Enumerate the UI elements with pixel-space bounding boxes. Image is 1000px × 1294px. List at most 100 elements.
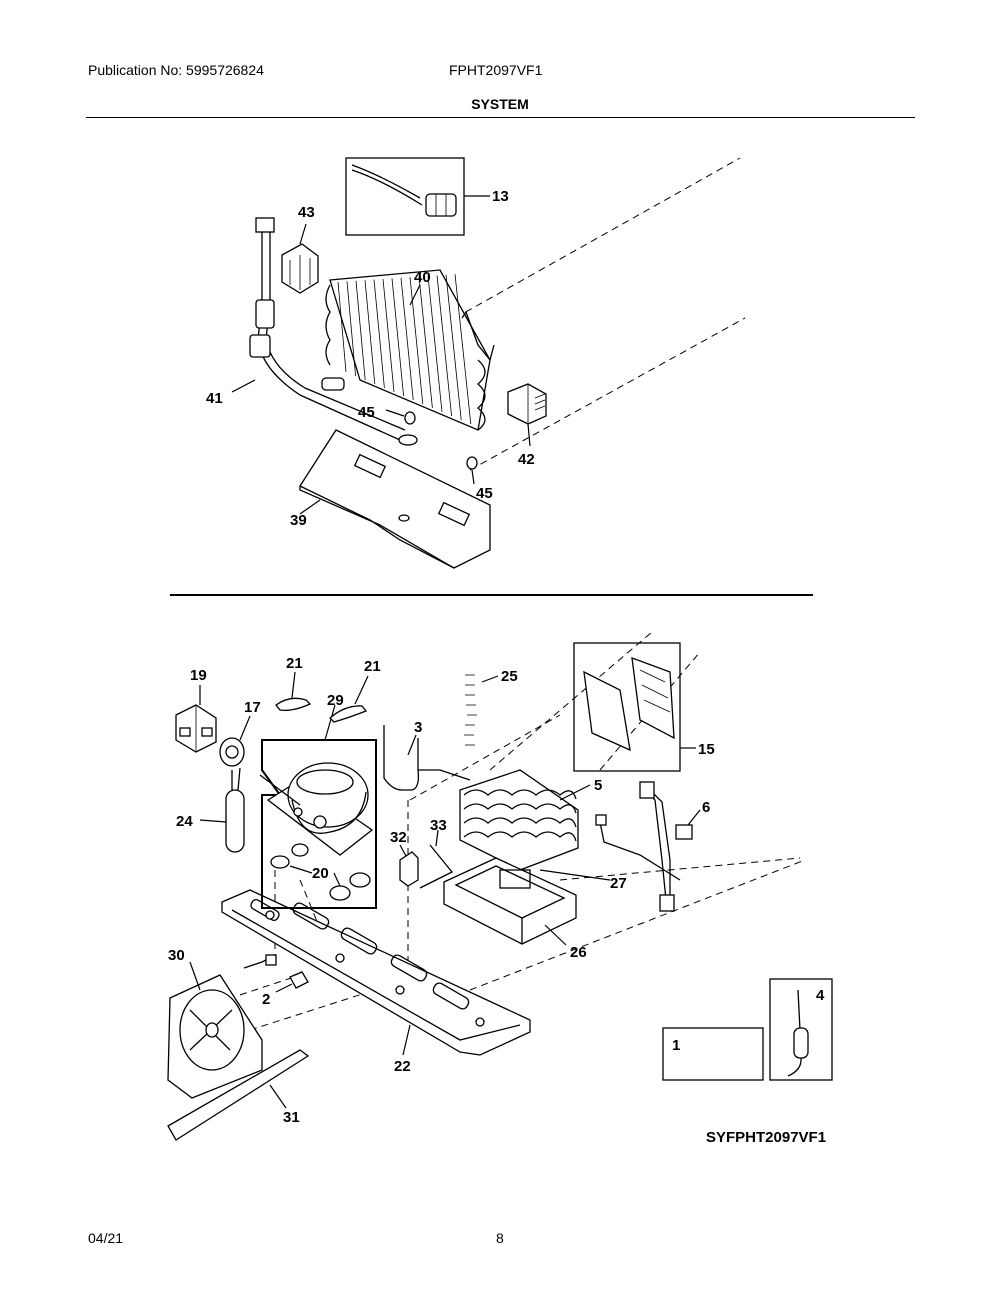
callout-5: 5	[594, 777, 602, 794]
part-26-drain-pan	[443, 857, 577, 945]
callout-20: 20	[312, 865, 329, 882]
model-number: FPHT2097VF1	[449, 62, 543, 78]
part-21-strap	[329, 705, 368, 723]
part-45-grommet	[404, 411, 416, 425]
part-29-compressor	[259, 762, 374, 856]
part-27-tube	[539, 869, 611, 881]
callout-19: 19	[190, 667, 207, 684]
callout-4: 4	[816, 987, 825, 1004]
part-45-grommet	[466, 456, 478, 470]
callout-3: 3	[414, 719, 422, 736]
part-30-condenser-fan-shroud	[167, 974, 263, 1099]
section-title: SYSTEM	[471, 96, 529, 112]
evaporator-fin	[409, 277, 424, 405]
part-1-group	[662, 1027, 764, 1081]
evaporator-fin	[418, 276, 433, 409]
part-25-drain-hose	[464, 668, 477, 761]
callout-24: 24	[176, 813, 193, 830]
evaporator-fin	[382, 278, 395, 393]
callout-2: 2	[262, 991, 270, 1008]
callout-31: 31	[283, 1109, 300, 1126]
publication-number: Publication No: 5995726824	[88, 62, 264, 78]
part-5-condenser	[459, 769, 579, 871]
projection-line	[559, 857, 801, 881]
callout-30: 30	[168, 947, 185, 964]
callout-32: 32	[390, 829, 407, 846]
evaporator-fin	[436, 275, 452, 417]
evaporator-fin	[391, 278, 404, 397]
part-4-group	[769, 978, 833, 1081]
evaporator-fin	[400, 277, 414, 401]
projection-line	[454, 157, 741, 319]
part-6-wire-harness	[595, 781, 693, 912]
condenser-coils	[463, 789, 577, 842]
callout-26: 26	[570, 944, 587, 961]
evaporator-fin	[337, 281, 347, 373]
condenser-coil-row	[463, 831, 577, 842]
part-13-wire	[351, 169, 423, 206]
part-42-relay	[507, 383, 547, 425]
callout-42: 42	[518, 451, 535, 468]
header-rule	[86, 117, 915, 118]
callout-45: 45	[358, 404, 375, 421]
evaporator-fin	[373, 279, 385, 389]
part-41-plug	[255, 217, 275, 233]
condenser-coil-row	[463, 817, 577, 828]
part-40-evaporator	[325, 269, 495, 431]
diagram-code: SYFPHT2097VF1	[706, 1129, 826, 1146]
callout-22: 22	[394, 1058, 411, 1075]
callout-43: 43	[298, 204, 315, 221]
part-22-compressor-base	[221, 889, 531, 1056]
condenser-coil-row	[463, 803, 577, 814]
part-41-terminal	[398, 434, 418, 446]
part-41-defrost-harness	[249, 217, 418, 446]
evaporator-fin	[427, 275, 443, 413]
callout-6: 6	[702, 799, 710, 816]
footer-date: 04/21	[88, 1230, 124, 1246]
callout-33: 33	[430, 817, 447, 834]
callout-17: 17	[244, 699, 261, 716]
evaporator-fin	[355, 280, 366, 381]
part-13-wire	[351, 164, 421, 199]
part-33-tube	[419, 844, 454, 889]
part-21-strap	[275, 697, 312, 712]
part-2-clip	[289, 971, 309, 989]
part-15-control-board-group	[573, 642, 681, 772]
part-17-overload	[219, 737, 245, 767]
evaporator-fin	[364, 280, 376, 385]
callout-27: 27	[610, 875, 627, 892]
part-15-board	[631, 657, 675, 740]
evaporator-fin	[445, 274, 462, 421]
callout-29: 29	[327, 692, 344, 709]
part-15-cover	[583, 670, 631, 752]
evaporator-fin	[346, 281, 356, 377]
projection-line	[249, 981, 401, 1031]
part-32-bracket	[399, 851, 419, 887]
callout-13: 13	[492, 188, 509, 205]
callout-21: 21	[364, 658, 381, 675]
part-24-capacitor	[225, 767, 245, 853]
part-29-compressor-box	[261, 739, 377, 909]
callout-1: 1	[672, 1037, 680, 1054]
part-31-strip	[167, 1049, 310, 1141]
part-19-start-relay	[175, 704, 217, 753]
projection-line	[469, 317, 746, 471]
callout-25: 25	[501, 668, 518, 685]
callout-45: 45	[476, 485, 493, 502]
callout-15: 15	[698, 741, 715, 758]
part-39-evaporator-cover	[299, 429, 491, 569]
evaporator-fin	[454, 274, 472, 425]
part-13-sensor-group	[345, 157, 465, 236]
part-43-defrost-bimetal	[281, 243, 319, 294]
callout-41: 41	[206, 390, 223, 407]
part-3-tube	[383, 725, 420, 791]
callout-39: 39	[290, 512, 307, 529]
page-number: 8	[496, 1230, 504, 1246]
projection-line	[409, 714, 561, 801]
callout-21: 21	[286, 655, 303, 672]
part-20-grommets	[270, 843, 371, 901]
part-45-clip	[321, 377, 345, 391]
evaporator-fins	[337, 274, 472, 425]
part-13-connector	[425, 193, 457, 217]
